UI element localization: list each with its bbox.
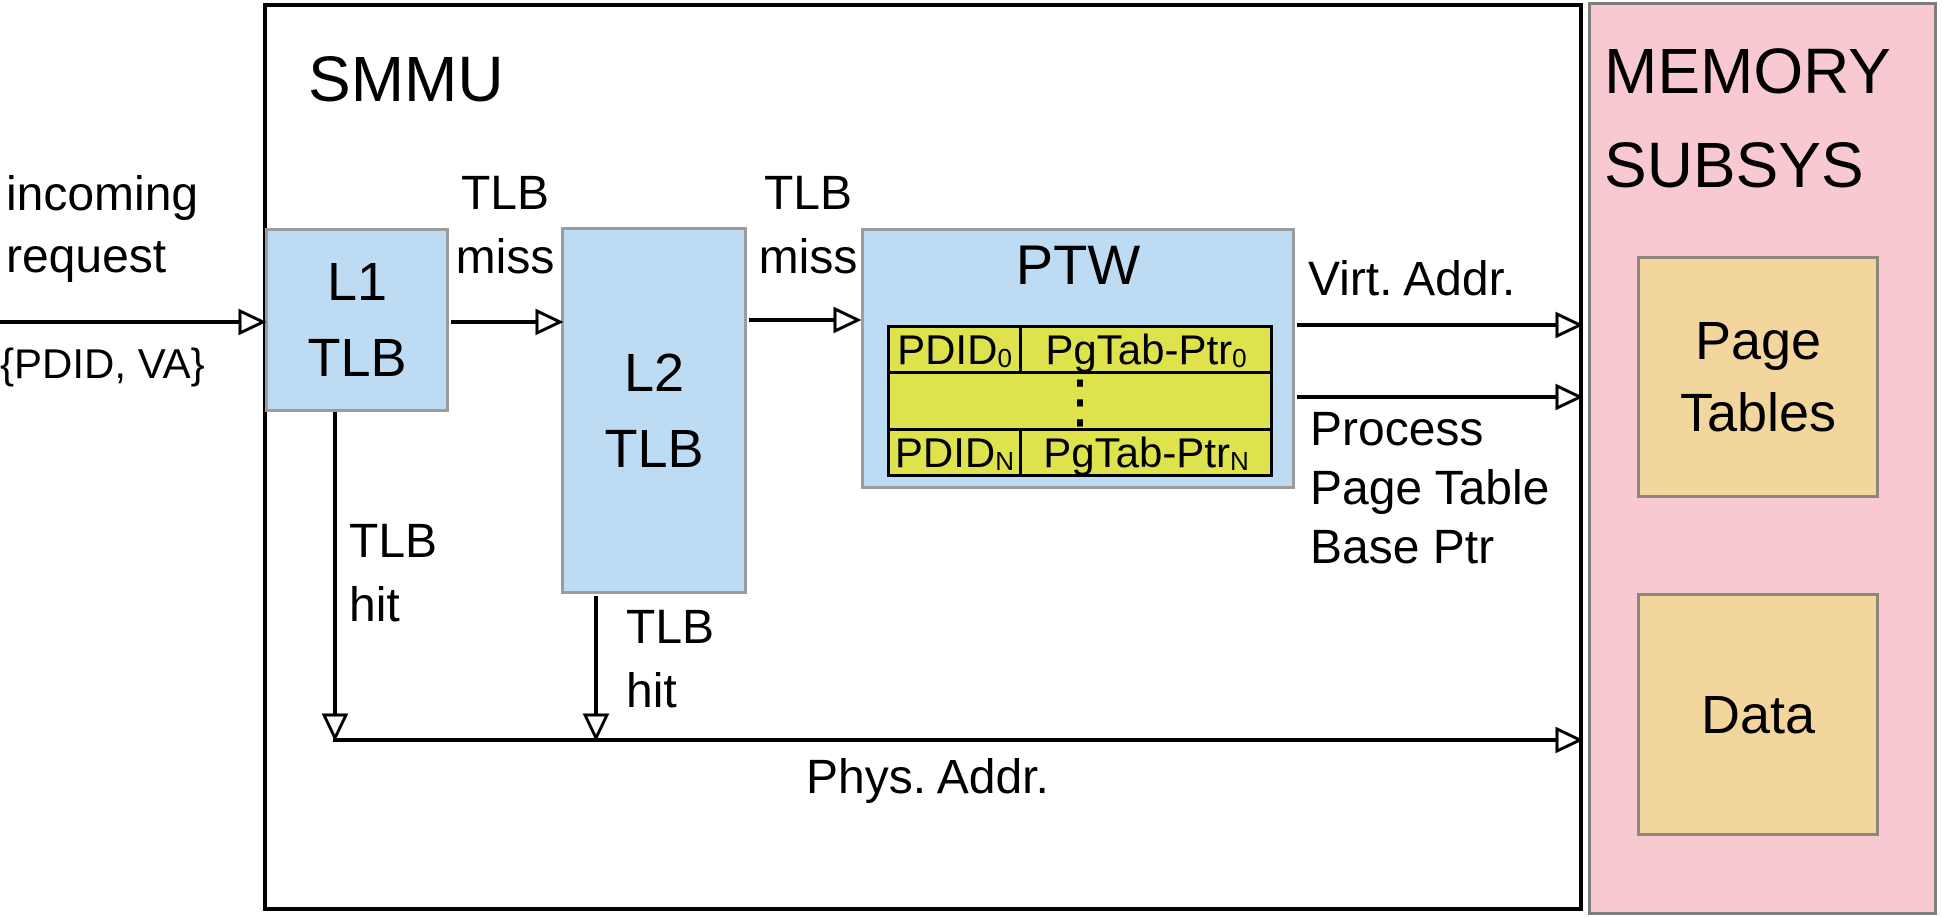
virt-addr-label: Virt. Addr. <box>1308 253 1516 306</box>
arrowhead-right-icon <box>238 308 266 336</box>
l1-hit-line <box>333 412 337 714</box>
l2-tlb-block: L2 TLB <box>561 227 747 594</box>
virt-addr-line <box>1297 323 1559 327</box>
process-page-table-base-ptr-label: Process Page Table Base Ptr <box>1310 403 1550 574</box>
vertical-ellipsis: ⋮ <box>1051 367 1109 435</box>
arrowhead-right-icon <box>535 308 563 336</box>
incoming-request-line <box>0 320 242 324</box>
arrowhead-right-icon <box>1555 383 1583 411</box>
l1-tlb-block: L1 TLB <box>265 228 449 412</box>
l2-miss-line <box>749 318 837 322</box>
arrowhead-right-icon <box>833 306 861 334</box>
l2-tlb-miss-label: TLB miss <box>758 167 858 284</box>
l1-miss-line <box>451 320 539 324</box>
phys-addr-line <box>333 738 1557 742</box>
ptw-title: PTW <box>1015 233 1141 296</box>
incoming-request-label: incoming request <box>6 168 199 283</box>
data-block: Data <box>1637 593 1879 836</box>
arrowhead-right-icon <box>1555 311 1583 339</box>
page-tables-block: Page Tables <box>1637 256 1879 498</box>
pdid-va-label: {PDID, VA} <box>0 340 205 387</box>
arrowhead-right-icon <box>1555 726 1583 754</box>
memory-subsys-title: MEMORY SUBSYS <box>1604 35 1891 201</box>
l1-tlb-hit-label: TLB hit <box>349 515 438 632</box>
phys-addr-label: Phys. Addr. <box>806 751 1049 804</box>
arrowhead-down-icon <box>582 713 610 741</box>
table-row-ellipsis: ⋮ <box>890 367 1270 435</box>
base-ptr-line <box>1297 395 1559 399</box>
arrowhead-down-icon <box>321 713 349 741</box>
l2-tlb-hit-label: TLB hit <box>626 601 715 718</box>
l1-tlb-miss-label: TLB miss <box>455 167 555 284</box>
smmu-title: SMMU <box>308 43 504 115</box>
l2-hit-line <box>594 596 598 714</box>
